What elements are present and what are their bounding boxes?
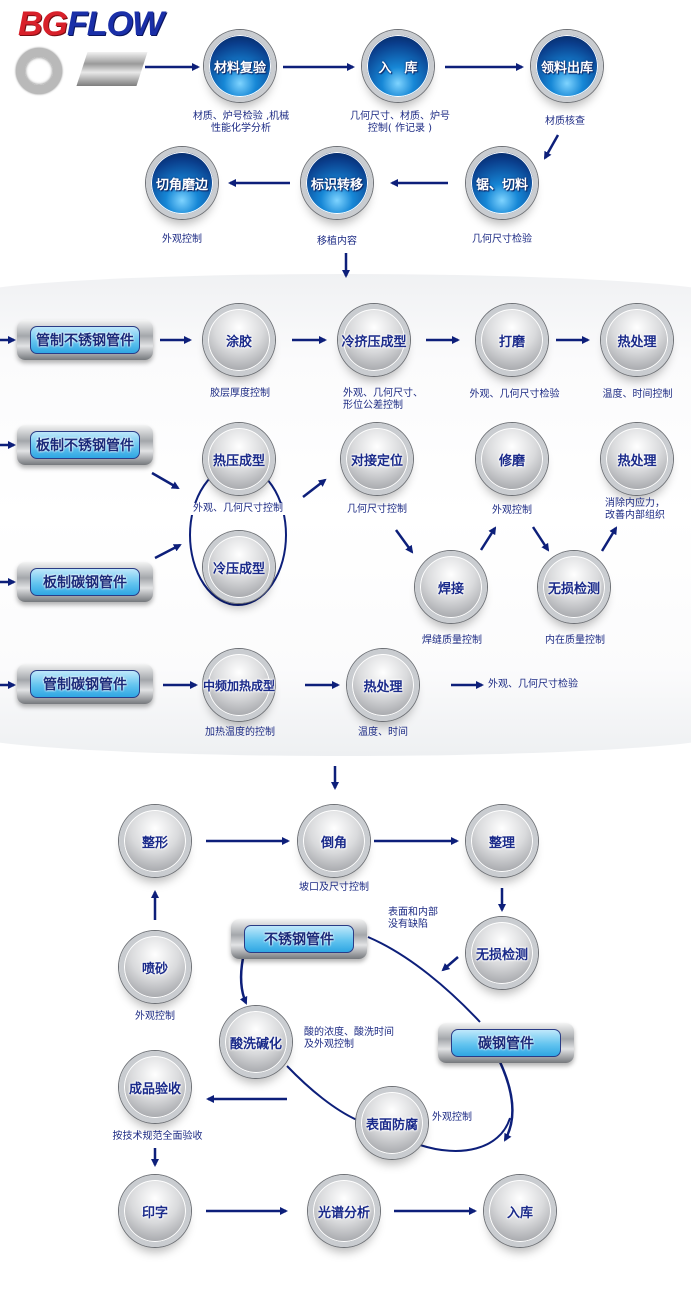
note-warehouse-in: 几何尺寸、材质、炉号控制( 作记录 ) <box>338 111 462 135</box>
pill-pipe-stainless[interactable]: 管制不锈钢管件 <box>17 320 153 360</box>
node-store[interactable]: 入库 <box>484 1175 556 1247</box>
node-gluing[interactable]: 涂胶 <box>203 304 275 376</box>
arrow-butt-to-weld <box>394 529 414 554</box>
note-line: 及外观控制 <box>304 1039 354 1050</box>
pipe-ring-icon <box>16 48 62 94</box>
node-hot-press[interactable]: 热压成型 <box>203 423 275 495</box>
loop-ss-pill-to-cs-pill <box>367 936 481 1023</box>
note-anticorrosion: 外观控制 <box>432 1112 472 1123</box>
note-line: 控制( 作记录 ) <box>367 123 433 134</box>
note-material-issue: 材质核查 <box>545 116 585 127</box>
note-line: 酸的浓度、酸洗时间 <box>304 1027 394 1038</box>
note-sandblast: 外观控制 <box>135 1011 175 1022</box>
note-cold-extrusion: 外观、几何尺寸、形位公差控制 <box>343 388 423 412</box>
node-anticorrosion[interactable]: 表面防腐 <box>356 1087 428 1159</box>
note-chamfer: 坡口及尺寸控制 <box>299 882 369 893</box>
node-warehouse-in[interactable]: 入 库 <box>362 30 434 102</box>
node-arrange[interactable]: 整理 <box>466 805 538 877</box>
pill-plate-stainless[interactable]: 板制不锈钢管件 <box>17 425 153 465</box>
note-material-recheck: 材质、炉号检验 ,机械性能化学分析 <box>176 111 306 135</box>
note-welding: 焊缝质量控制 <box>422 635 482 646</box>
pill-pipe-carbon[interactable]: 管制碳钢管件 <box>17 664 153 704</box>
note-saw-cut: 几何尺寸检验 <box>472 234 532 245</box>
note-line: 改善内部组织 <box>605 510 665 521</box>
arrow-ndt-to-loop <box>441 956 459 972</box>
node-pickling[interactable]: 酸洗碱化 <box>220 1006 292 1078</box>
node-material-recheck[interactable]: 材料复验 <box>204 30 276 102</box>
pill-carbon[interactable]: 碳钢管件 <box>438 1023 574 1063</box>
arrow-ss-pill-to-pickling <box>239 957 248 1005</box>
note-line: 形位公差控制 <box>343 400 403 411</box>
arrow-repair-to-ndt <box>531 526 550 552</box>
note-pickling: 酸的浓度、酸洗时间及外观控制 <box>304 1027 394 1051</box>
node-heat-treatment-3[interactable]: 热处理 <box>347 649 419 721</box>
bgflow-logo: BGFLOW <box>18 5 164 43</box>
note-final-acceptance: 按技术规范全面验收 <box>112 1131 203 1142</box>
node-heat-treatment-1[interactable]: 热处理 <box>601 304 673 376</box>
node-mark-transfer[interactable]: 标识转移 <box>301 147 373 219</box>
pill-plate-carbon[interactable]: 板制碳钢管件 <box>17 562 153 602</box>
note-line: 表面和内部 <box>388 907 438 918</box>
note-chamfer-edge: 外观控制 <box>162 234 202 245</box>
node-ndt-1[interactable]: 无损检测 <box>538 551 610 623</box>
node-chamfer[interactable]: 倒角 <box>298 805 370 877</box>
pill-inner: 不锈钢管件 <box>244 925 354 953</box>
note-line: 消除内应力， <box>605 498 665 509</box>
node-ndt-2[interactable]: 无损检测 <box>466 917 538 989</box>
loop-coating-to-cs <box>419 1117 511 1152</box>
pill-inner: 管制碳钢管件 <box>30 670 140 698</box>
node-final-acceptance[interactable]: 成品验收 <box>119 1051 191 1123</box>
node-sandblast[interactable]: 喷砂 <box>119 931 191 1003</box>
node-material-issue[interactable]: 领料出库 <box>531 30 603 102</box>
node-spectral-analysis[interactable]: 光谱分析 <box>308 1175 380 1247</box>
node-welding[interactable]: 焊接 <box>415 551 487 623</box>
note-line: 材质、炉号检验 ,机械 <box>192 111 290 122</box>
pill-inner: 管制不锈钢管件 <box>30 326 140 354</box>
arrow-weld-to-repair <box>479 526 497 551</box>
note-mf-heat-forming: 加热温度的控制 <box>205 727 275 738</box>
note-final-inspection: 外观、几何尺寸检验 <box>488 679 578 690</box>
note-grinding: 外观、几何尺寸检验 <box>469 389 560 400</box>
node-saw-cut[interactable]: 锯、切料 <box>466 147 538 219</box>
note-line: 没有缺陷 <box>388 919 428 930</box>
pill-inner: 板制不锈钢管件 <box>30 431 140 459</box>
note-line: 性能化学分析 <box>211 123 271 134</box>
note-line: 几何尺寸、材质、炉号 <box>350 111 450 122</box>
note-gluing: 胶层厚度控制 <box>210 388 270 399</box>
arrow-ndt-to-heat <box>600 526 618 552</box>
node-heat-treatment-2[interactable]: 热处理 <box>601 423 673 495</box>
arrow-plate-cs-to-forming <box>154 543 182 560</box>
note-forming: 外观、几何尺寸控制 <box>188 503 288 515</box>
node-cold-extrusion[interactable]: 冷挤压成型 <box>338 304 410 376</box>
arrow-cs-pill-loop <box>498 1061 514 1142</box>
note-line: 外观、几何尺寸、 <box>343 388 423 399</box>
note-heat-treatment-1: 温度、时间控制 <box>602 389 673 400</box>
note-heat-treatment-3: 温度、时间 <box>358 727 408 738</box>
node-shaping[interactable]: 整形 <box>119 805 191 877</box>
note-ndt-1: 内在质量控制 <box>545 635 605 646</box>
node-chamfer-edge[interactable]: 切角磨边 <box>146 147 218 219</box>
note-heat-treatment-2: 消除内应力，改善内部组织 <box>605 498 665 522</box>
arrow-plate-ss-to-forming <box>151 471 180 490</box>
node-repair-grinding[interactable]: 修磨 <box>476 423 548 495</box>
arrow-issue-to-saw <box>543 134 560 160</box>
node-marking[interactable]: 印字 <box>119 1175 191 1247</box>
loop-pickling-to-coating <box>286 1065 358 1121</box>
note-ndt-2: 表面和内部没有缺陷 <box>388 907 438 931</box>
node-grinding[interactable]: 打磨 <box>476 304 548 376</box>
note-mark-transfer: 移植内容 <box>317 236 357 247</box>
arrow-forming-to-butt <box>302 478 327 498</box>
node-mf-heat-forming[interactable]: 中频加热成型 <box>203 649 275 721</box>
pill-inner: 板制碳钢管件 <box>30 568 140 596</box>
note-repair-grinding: 外观控制 <box>492 505 532 516</box>
pill-stainless[interactable]: 不锈钢管件 <box>231 919 367 959</box>
node-butt-positioning[interactable]: 对接定位 <box>341 423 413 495</box>
pill-inner: 碳钢管件 <box>451 1029 561 1057</box>
node-cold-press[interactable]: 冷压成型 <box>203 531 275 603</box>
note-butt-positioning: 几何尺寸控制 <box>347 504 407 515</box>
